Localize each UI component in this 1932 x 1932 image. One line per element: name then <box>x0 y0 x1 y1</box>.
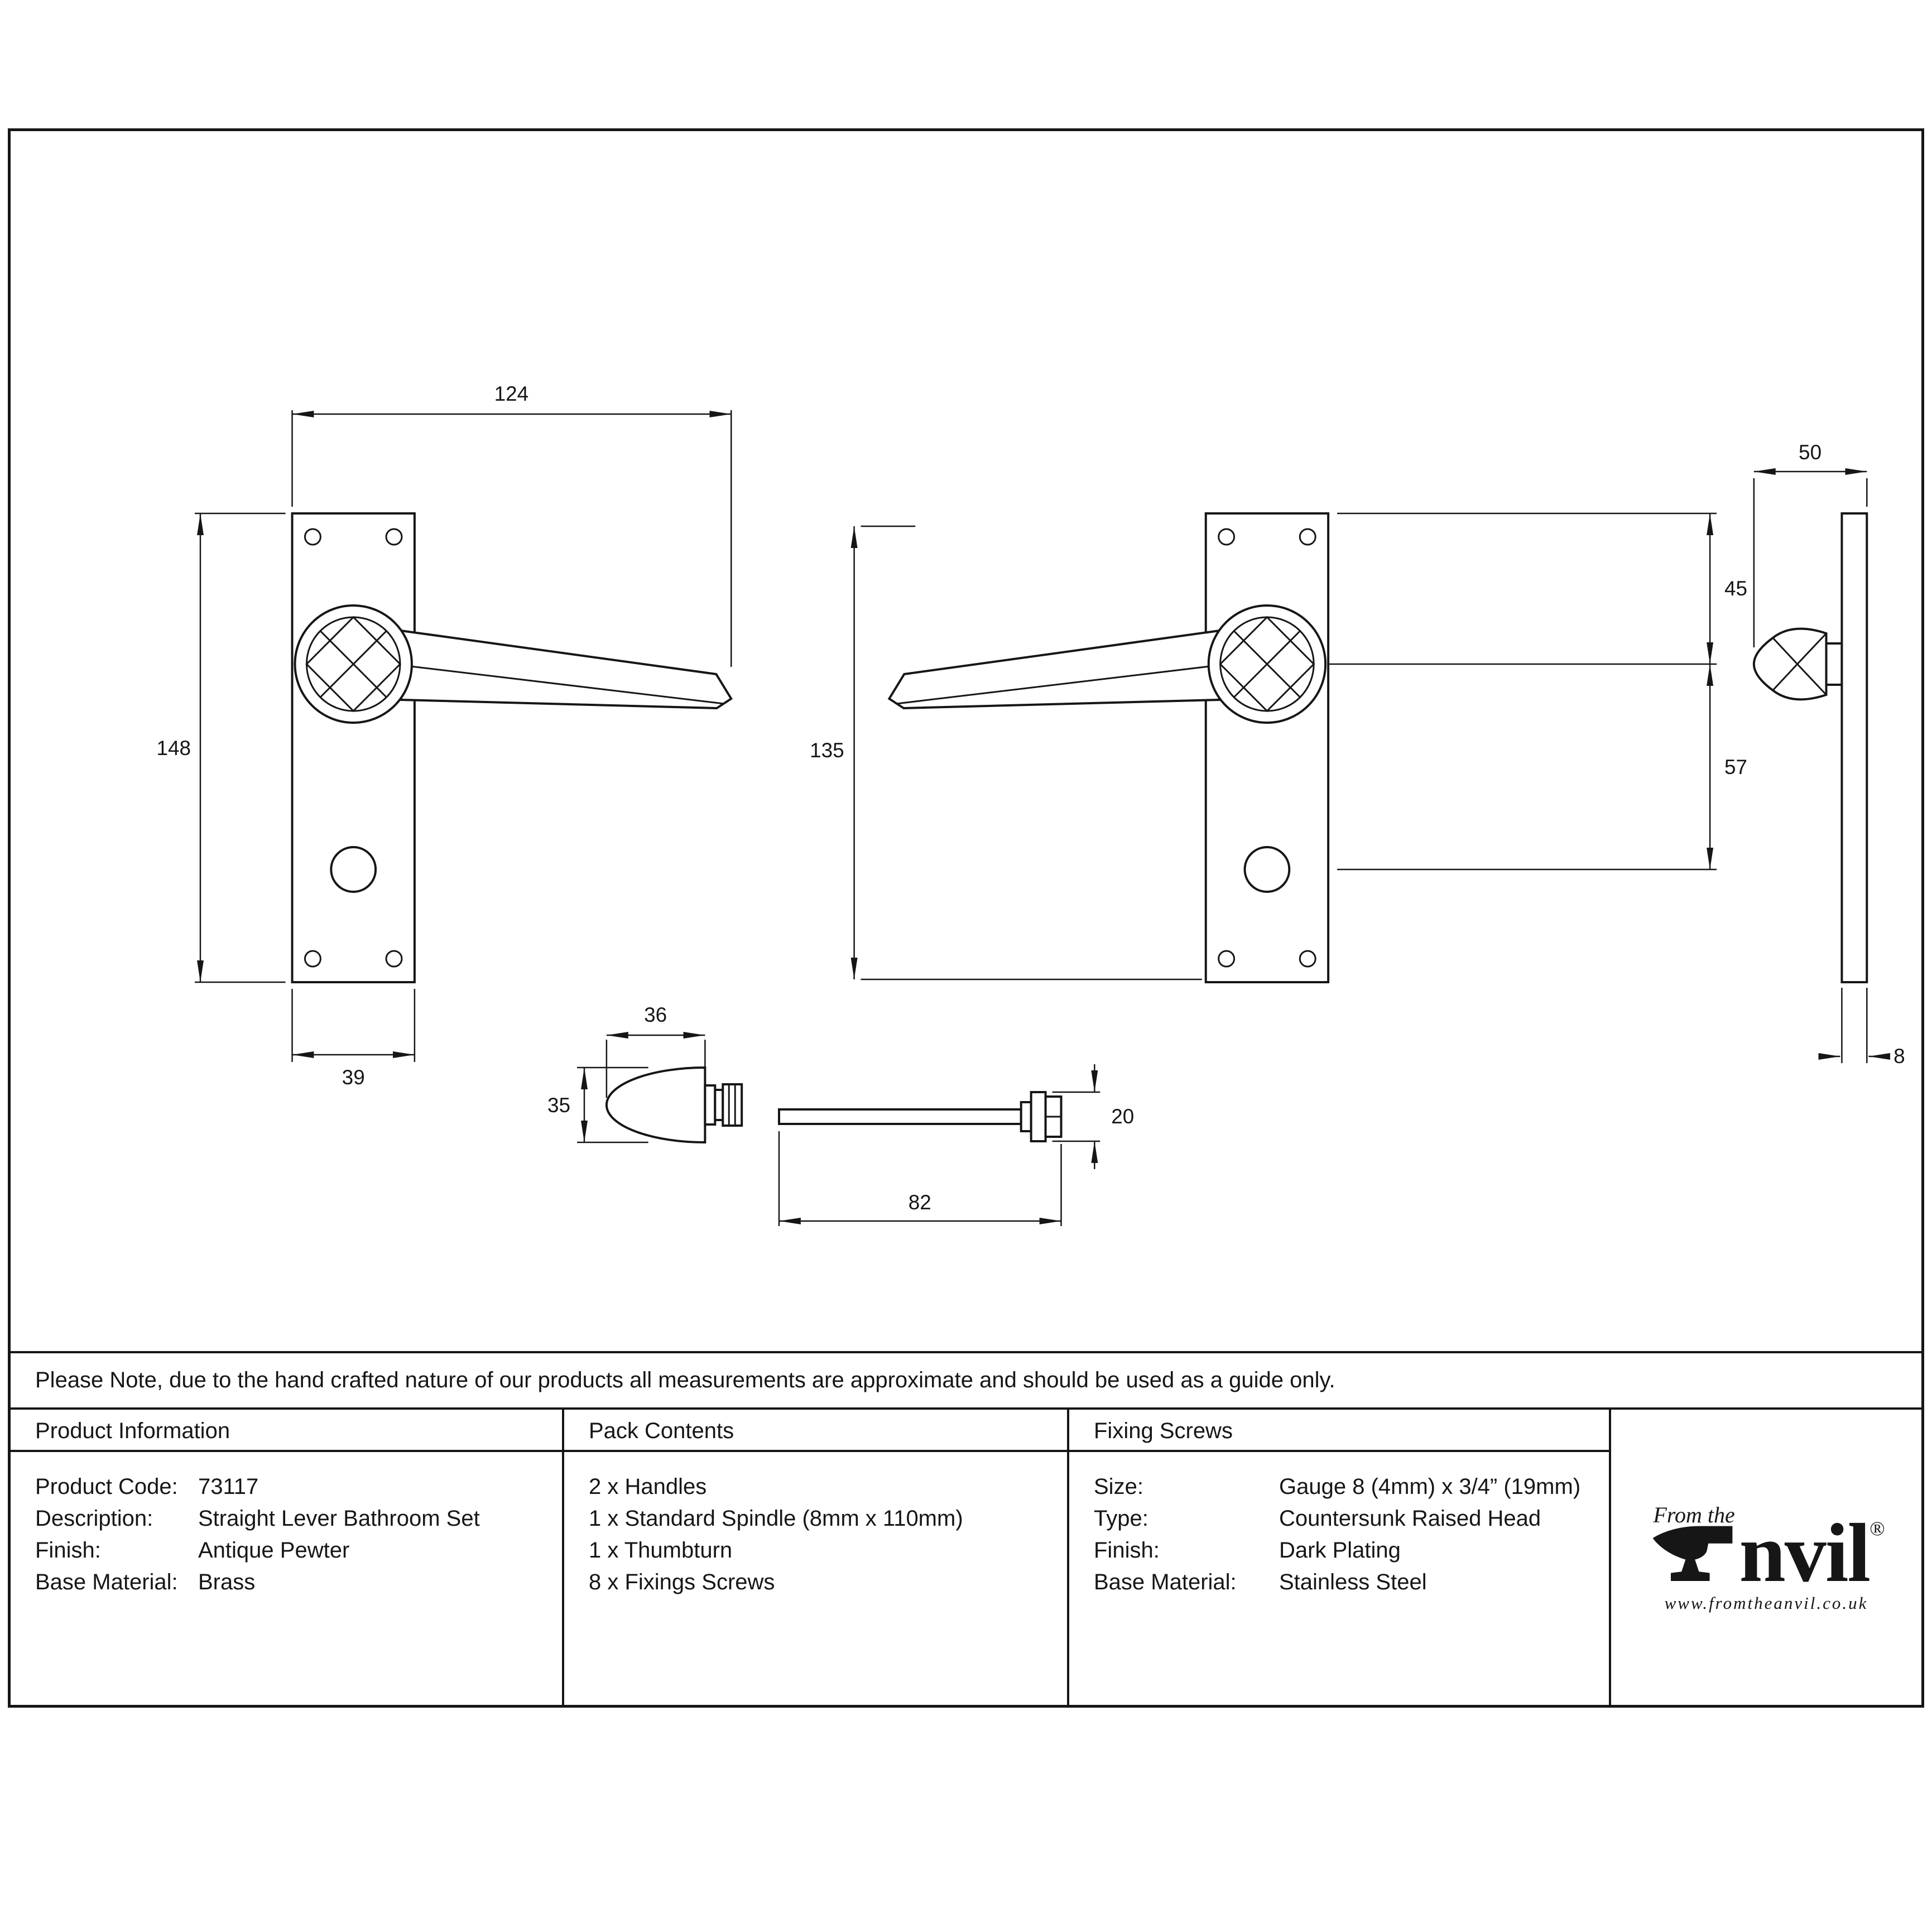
anvil-icon <box>1653 1526 1733 1581</box>
list-item: 2 x Handles <box>589 1474 707 1499</box>
from-the-anvil-logo: From the nvil ® www.fromtheanvil.co.uk <box>1647 1502 1885 1613</box>
pack-contents-title: Pack Contents <box>589 1419 734 1443</box>
front-view-bathroom-dimensions: 135 45 57 <box>810 512 1747 981</box>
thumbturn-dimensions: 36 35 82 20 <box>547 1003 1134 1226</box>
measurement-note-text: Please Note, due to the hand crafted nat… <box>35 1368 1335 1392</box>
brand-logo-cell: From the nvil ® www.fromtheanvil.co.uk <box>1611 1410 1921 1705</box>
row-value: Dark Plating <box>1279 1538 1401 1563</box>
logo-url: www.fromtheanvil.co.uk <box>1664 1593 1868 1613</box>
table-row: Description: Straight Lever Bathroom Set <box>35 1503 562 1535</box>
row-value: Straight Lever Bathroom Set <box>198 1506 480 1531</box>
registered-mark: ® <box>1869 1517 1885 1540</box>
dim-center-to-turn-label: 57 <box>1724 756 1747 778</box>
fixing-screws-title: Fixing Screws <box>1094 1419 1233 1443</box>
dim-collar-diameter-label: 20 <box>1111 1105 1134 1128</box>
front-view-left-dimensions: 124 148 39 <box>157 382 732 1089</box>
table-row: Base Material: Brass <box>35 1566 562 1598</box>
row-label: Finish: <box>1094 1538 1160 1563</box>
table-row: Product Code: 73117 <box>35 1471 562 1503</box>
spec-table: Product Information Pack Contents Fixing… <box>11 1407 1921 1705</box>
fixing-screws-body: Size: Gauge 8 (4mm) x 3/4” (19mm) Type: … <box>1069 1452 1611 1705</box>
list-item: 1 x Standard Spindle (8mm x 110mm) <box>589 1506 963 1531</box>
list-item: 8 x Fixings Screws <box>589 1570 775 1594</box>
row-value: Stainless Steel <box>1279 1570 1427 1594</box>
side-view-dimensions: 50 8 <box>1753 441 1905 1068</box>
row-label: Type: <box>1094 1506 1148 1531</box>
thumbturn-spindle-view <box>605 1066 1063 1144</box>
pack-contents-header: Pack Contents <box>564 1410 1069 1452</box>
product-information-header: Product Information <box>11 1410 564 1452</box>
table-row: Finish: Antique Pewter <box>35 1535 562 1566</box>
table-row: Type: Countersunk Raised Head <box>1094 1503 1609 1535</box>
front-view-bathroom <box>887 512 1330 983</box>
side-view <box>1752 512 1868 983</box>
dim-projection-label: 50 <box>1799 441 1822 464</box>
dim-plate-height-label: 148 <box>157 737 191 760</box>
row-label: Base Material: <box>35 1570 178 1594</box>
dim-spindle-length-label: 82 <box>909 1191 931 1214</box>
dim-lever-span-label: 135 <box>810 739 844 762</box>
product-information-body: Product Code: 73117 Description: Straigh… <box>11 1452 564 1705</box>
dim-top-to-center-label: 45 <box>1724 577 1747 600</box>
logo-tagline: From the <box>1653 1502 1735 1527</box>
row-value: 73117 <box>198 1474 259 1499</box>
dim-thumbturn-height-label: 35 <box>547 1094 570 1117</box>
row-value: Countersunk Raised Head <box>1279 1506 1541 1531</box>
fixing-screws-header: Fixing Screws <box>1069 1410 1611 1452</box>
dim-plate-width-label: 124 <box>494 382 529 405</box>
row-label: Description: <box>35 1506 153 1531</box>
dim-plate-thickness-label: 8 <box>1893 1045 1905 1068</box>
row-value: Brass <box>198 1570 256 1594</box>
pack-contents-body: 2 x Handles 1 x Standard Spindle (8mm x … <box>564 1452 1069 1705</box>
table-row: Size: Gauge 8 (4mm) x 3/4” (19mm) <box>1094 1471 1609 1503</box>
row-value: Antique Pewter <box>198 1538 350 1563</box>
table-row: Finish: Dark Plating <box>1094 1535 1609 1566</box>
row-label: Finish: <box>35 1538 101 1563</box>
technical-drawing: 124 148 39 <box>157 382 1905 1226</box>
front-view-left <box>291 512 733 983</box>
row-label: Size: <box>1094 1474 1143 1499</box>
row-label: Product Code: <box>35 1474 178 1499</box>
product-information-title: Product Information <box>35 1419 230 1443</box>
row-label: Base Material: <box>1094 1570 1237 1594</box>
dim-thumbturn-width-label: 36 <box>644 1003 667 1026</box>
logo-brand-text: nvil <box>1739 1506 1871 1599</box>
table-row: Base Material: Stainless Steel <box>1094 1566 1609 1598</box>
list-item: 1 x Thumbturn <box>589 1538 733 1563</box>
spec-sheet-frame: 124 148 39 <box>8 128 1924 1708</box>
measurement-note: Please Note, due to the hand crafted nat… <box>11 1351 1921 1407</box>
row-value: Gauge 8 (4mm) x 3/4” (19mm) <box>1279 1474 1581 1499</box>
dim-plate-bottom-width-label: 39 <box>342 1066 365 1089</box>
